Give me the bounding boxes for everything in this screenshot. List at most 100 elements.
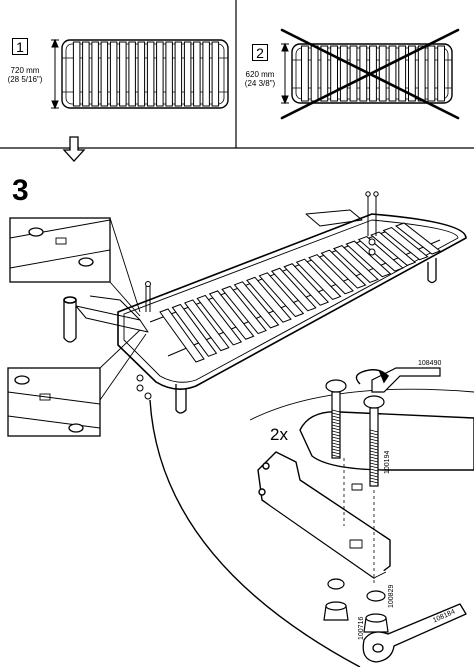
thread-line	[369, 441, 379, 445]
slat	[100, 41, 109, 107]
slat	[193, 41, 201, 107]
slat	[165, 41, 173, 107]
panel1-dimension-label: 720 mm (28 5/16")	[2, 66, 48, 84]
slat	[211, 41, 220, 107]
slat	[378, 45, 387, 102]
thread-line	[369, 459, 379, 463]
slat	[301, 45, 309, 102]
slat	[91, 41, 99, 107]
thread-line	[331, 418, 341, 422]
slat	[357, 236, 404, 272]
slat	[156, 41, 164, 107]
panel1-step-number: 1	[12, 38, 28, 55]
thread-line	[369, 471, 379, 475]
thread-line	[331, 451, 341, 455]
panel2-dim-in: (24 3/8")	[244, 79, 276, 88]
slat	[109, 41, 118, 107]
thread-line	[331, 412, 341, 416]
washers-nuts	[323, 578, 389, 633]
thread-line	[331, 421, 341, 425]
detail-magnifier	[149, 388, 474, 667]
thread-line	[369, 465, 379, 469]
slat	[345, 240, 392, 278]
thread-line	[369, 444, 379, 448]
part-code-bolt: 100194	[384, 450, 391, 474]
slat	[159, 308, 205, 363]
panel2-dimension-label: 620 mm (24 3/8")	[238, 70, 282, 88]
slat	[295, 258, 342, 301]
slat	[330, 45, 339, 102]
slat	[437, 45, 446, 102]
cross-out-icon	[280, 28, 460, 120]
thread-line	[331, 433, 341, 437]
slat	[82, 41, 90, 107]
thread-line	[331, 409, 341, 413]
slat	[258, 272, 305, 318]
slat	[221, 285, 267, 335]
step-number: 3	[12, 174, 29, 207]
panel2-dim-mm: 620 mm	[245, 70, 275, 79]
slat	[137, 41, 146, 107]
detail-bolts	[325, 379, 385, 586]
bed-frame-slats	[159, 222, 442, 363]
frame-bolts	[136, 191, 379, 400]
slat	[349, 45, 358, 102]
thread-line	[331, 436, 341, 440]
slat	[339, 45, 348, 102]
wrench	[362, 603, 467, 663]
slat	[398, 45, 407, 102]
slat	[283, 263, 330, 306]
thread-line	[331, 424, 341, 428]
thread-line	[369, 438, 379, 442]
detail-rail-bracket	[257, 411, 474, 579]
thread-line	[369, 480, 379, 484]
thread-line	[369, 462, 379, 466]
quantity-label: 2x	[270, 425, 288, 444]
slat	[202, 41, 210, 107]
panel1-dim-in: (28 5/16")	[7, 75, 43, 84]
allen-key	[371, 367, 441, 393]
slat	[146, 41, 155, 107]
slat	[196, 294, 243, 346]
thread-line	[369, 468, 379, 472]
part-code-washer: 100829	[388, 584, 395, 608]
slat	[233, 281, 280, 329]
slat	[246, 276, 292, 323]
slat	[119, 41, 127, 107]
slat	[427, 45, 436, 102]
panel1-slats	[72, 41, 220, 107]
part-code-allen-key: 108490	[418, 360, 442, 367]
thread-line	[369, 477, 379, 481]
thread-line	[331, 427, 341, 431]
outline-down-arrow-icon	[62, 136, 86, 162]
slat	[394, 222, 442, 255]
thread-line	[369, 429, 379, 433]
zoom-callout-top	[9, 217, 141, 317]
slat	[270, 267, 317, 312]
slat	[184, 299, 230, 352]
slat	[183, 41, 192, 107]
thread-line	[331, 448, 341, 452]
thread-line	[331, 442, 341, 446]
slat	[308, 254, 354, 295]
thread-line	[369, 453, 379, 457]
thread-line	[331, 454, 341, 458]
thread-line	[369, 447, 379, 451]
slat	[174, 41, 183, 107]
slat	[359, 45, 368, 102]
thread-line	[331, 445, 341, 449]
thread-line	[369, 432, 379, 436]
slat	[417, 45, 426, 102]
panel1-dim-mm: 720 mm	[10, 66, 40, 75]
thread-line	[331, 415, 341, 419]
rotate-arrow-icon	[355, 369, 390, 385]
thread-line	[369, 450, 379, 454]
part-code-nut: 100716	[358, 616, 365, 640]
thread-line	[331, 430, 341, 434]
slat	[382, 226, 429, 261]
thread-line	[369, 435, 379, 439]
panel1-dimension-line	[51, 38, 59, 110]
slat	[171, 303, 218, 357]
panel2-step-number: 2	[252, 44, 268, 61]
